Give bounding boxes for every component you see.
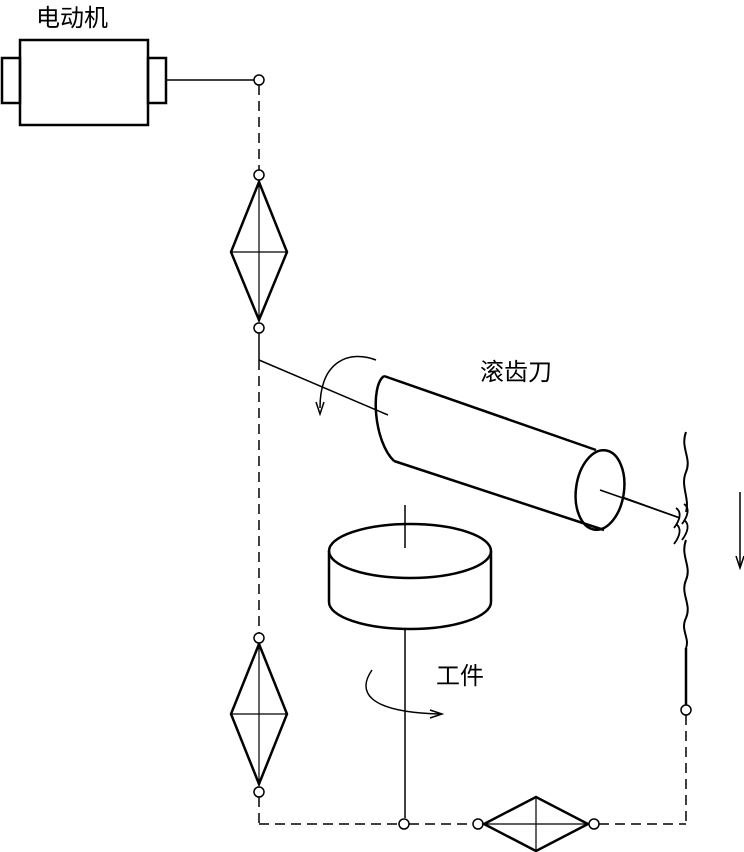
workpiece-label: 工件 [436, 662, 484, 690]
joint-rhombus-upper-top [253, 169, 265, 181]
hob-label: 滚齿刀 [480, 358, 552, 386]
speed-ratio-rhombus-upper [229, 178, 289, 324]
motor-label: 电动机 [36, 4, 108, 32]
hob-rotation-arrow [315, 355, 377, 417]
feed-screw-shaft [673, 431, 689, 705]
speed-ratio-rhombus-horizontal [481, 795, 591, 852]
workpiece-cylinder [327, 522, 493, 631]
motor [0, 38, 168, 127]
speed-ratio-rhombus-lower [229, 640, 289, 788]
joint-motor-out [253, 74, 265, 86]
joint-rhombus-lower-bottom [253, 786, 265, 798]
joint-rhombus-upper-bottom [253, 322, 265, 334]
hob-cylinder [374, 374, 681, 532]
joint-rhombus-h-right [588, 818, 600, 830]
joint-feed-bottom [680, 704, 692, 716]
hob-axis [258, 359, 389, 416]
feed-direction-arrow [735, 492, 744, 571]
joint-workpiece-bottom [398, 818, 410, 830]
workpiece-rotation-arrow [365, 669, 445, 719]
joint-rhombus-lower-top [253, 632, 265, 644]
